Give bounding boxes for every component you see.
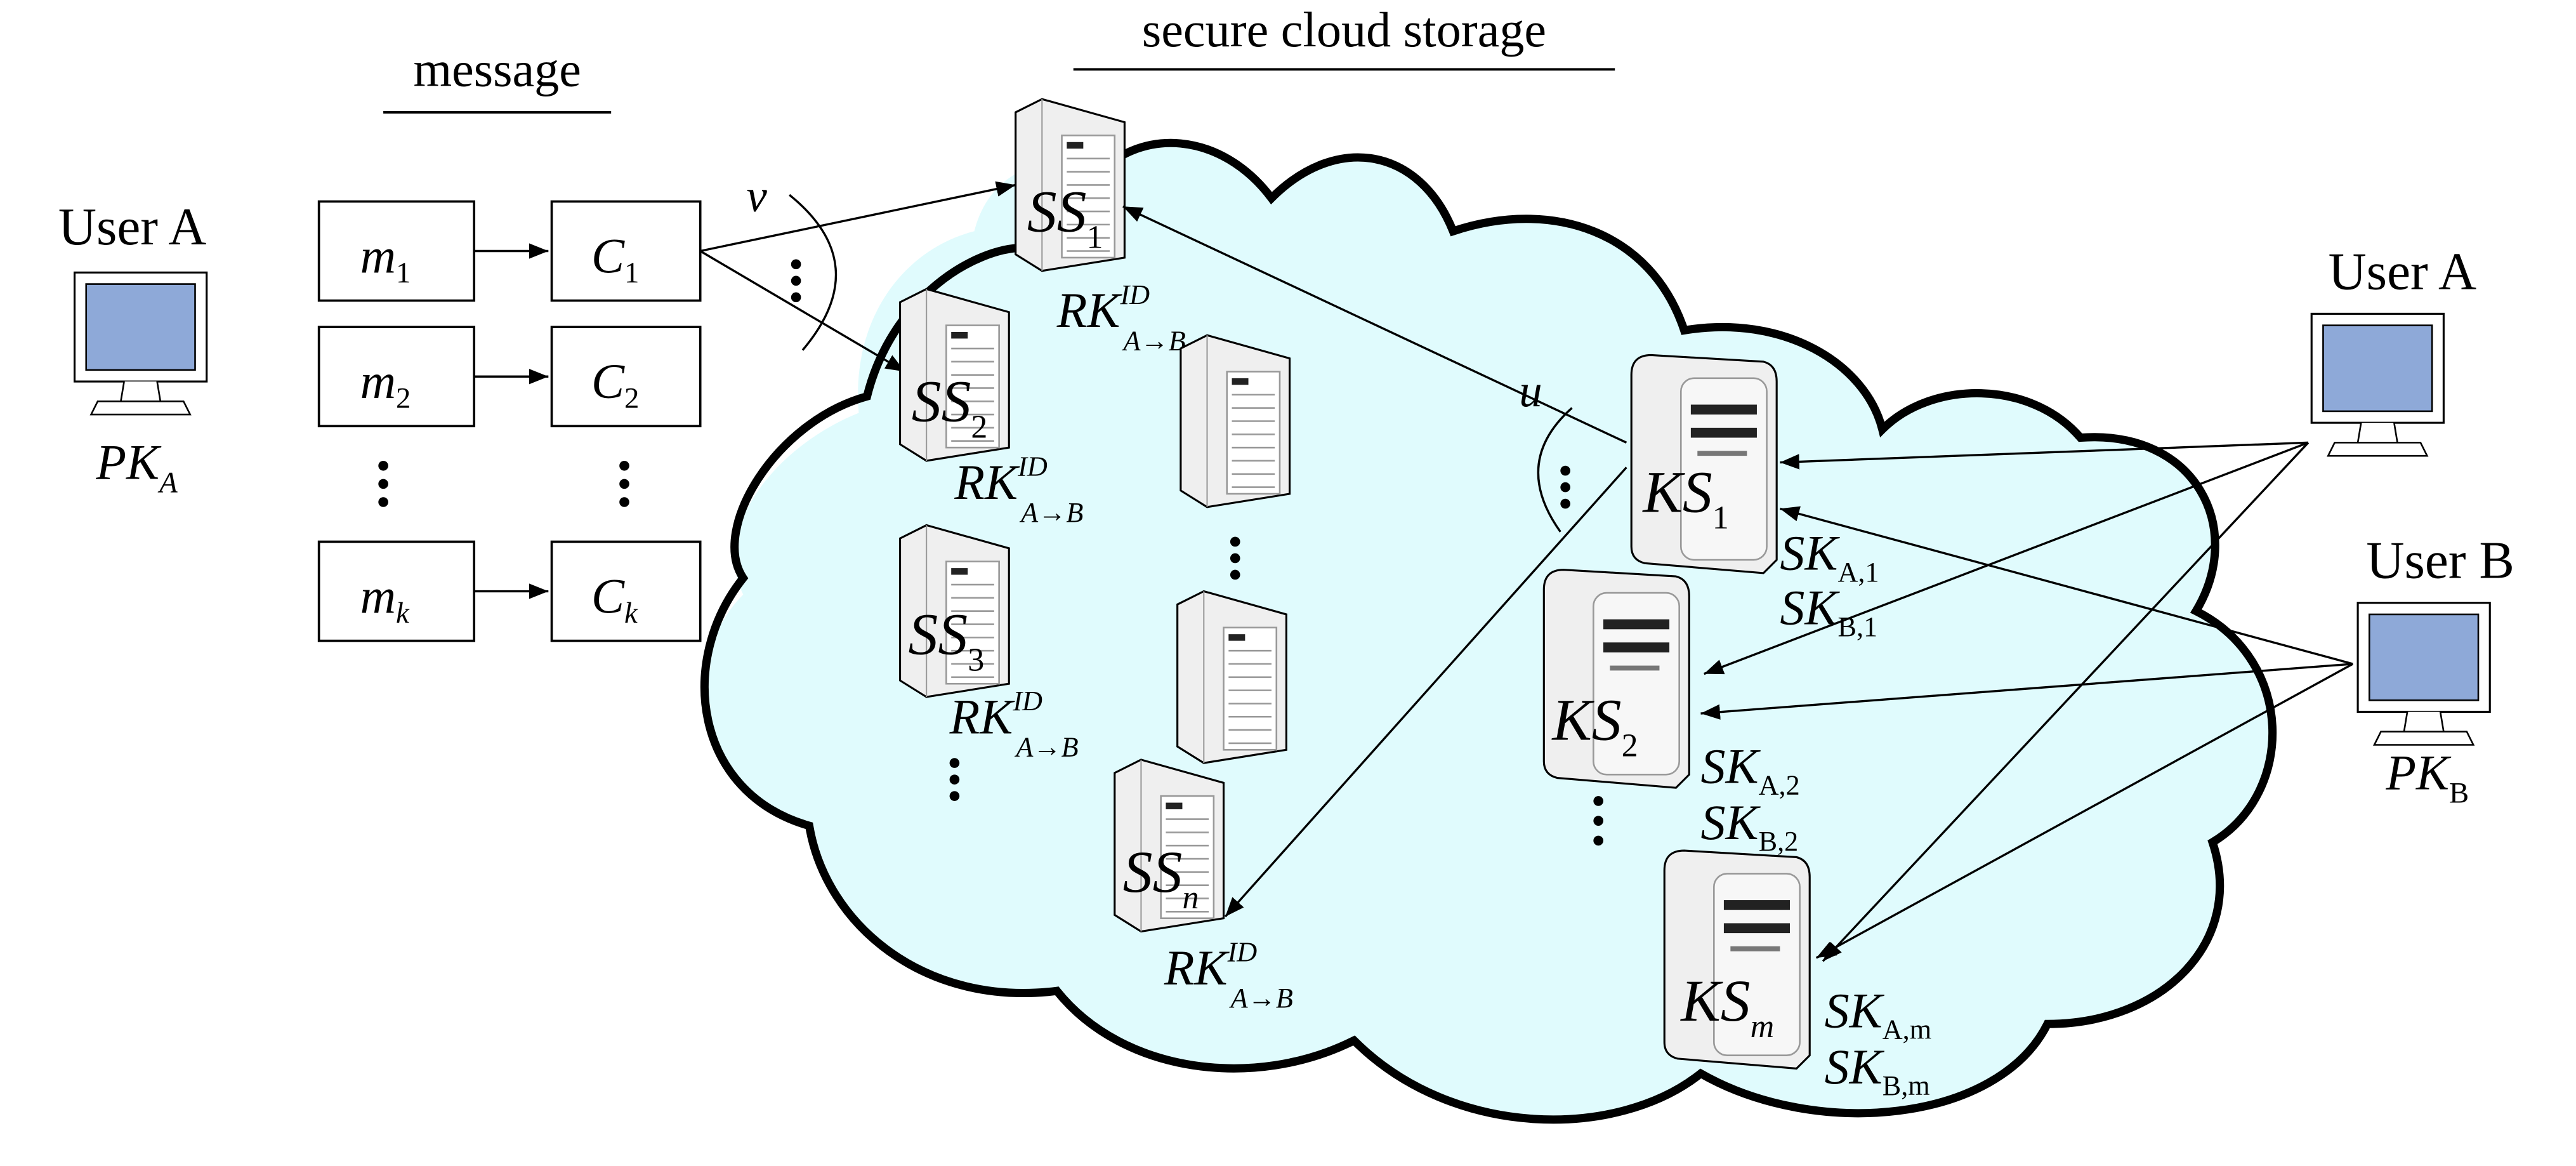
storage-server-n: SSn (1114, 759, 1225, 933)
svg-text:KS2: KS2 (1551, 688, 1638, 764)
monitor-icon (2310, 312, 2445, 457)
svg-text:mk: mk (360, 568, 410, 630)
key-server-m: KSm SKA,m SKB,m (1663, 849, 1931, 1101)
cloud (700, 138, 2277, 1124)
svg-text:SSn: SSn (1123, 840, 1199, 916)
svg-text:KSm: KSm (1679, 969, 1774, 1045)
cloud-title: secure cloud storage (1142, 2, 1546, 57)
svg-text:m1: m1 (360, 228, 411, 289)
storage-server-3: SS3 (898, 524, 1010, 698)
right-user-b-key: PKB (2385, 745, 2469, 810)
key-server-2: KS2 SKA,2 SKB,2 (1542, 569, 1800, 857)
svg-text:C2: C2 (591, 354, 639, 415)
user-to-key-server-links (1700, 441, 2354, 962)
svg-text:SKB,2: SKB,2 (1700, 795, 1798, 857)
storage-server-2: SS2 (898, 288, 1010, 462)
ellipsis-dots (378, 259, 1603, 846)
svg-text:SS3: SS3 (909, 602, 985, 678)
svg-text:SKB,m: SKB,m (1825, 1039, 1930, 1101)
message-row-1: m1 C1 (317, 200, 702, 302)
arc-label-u: u (1519, 365, 1542, 416)
svg-text:KS1: KS1 (1641, 460, 1728, 536)
message-row-2: m2 C2 (317, 326, 702, 428)
right-user-b-name: User B (2366, 532, 2514, 590)
monitor-icon (2356, 602, 2491, 746)
storage-server-unlabeled (1176, 590, 1287, 764)
message-title: message (413, 41, 581, 96)
message-row-k: mk Ck (317, 540, 702, 642)
svg-text:C1: C1 (591, 228, 639, 289)
svg-text:SKA,1: SKA,1 (1780, 526, 1879, 588)
left-user-key: PKA (95, 435, 178, 500)
storage-server-unlabeled (1180, 334, 1291, 508)
svg-text:SS2: SS2 (912, 369, 988, 446)
arc-label-v: v (747, 170, 768, 222)
svg-text:SKA,2: SKA,2 (1700, 738, 1799, 800)
monitor-icon (73, 271, 208, 416)
right-user-a-name: User A (2329, 242, 2477, 301)
svg-text:m2: m2 (360, 354, 411, 415)
svg-text:SS1: SS1 (1027, 179, 1103, 255)
svg-text:Ck: Ck (591, 568, 638, 630)
left-user-name: User A (58, 198, 207, 256)
svg-text:SKA,m: SKA,m (1825, 983, 1931, 1045)
storage-server-1: SS1 (1015, 98, 1126, 272)
